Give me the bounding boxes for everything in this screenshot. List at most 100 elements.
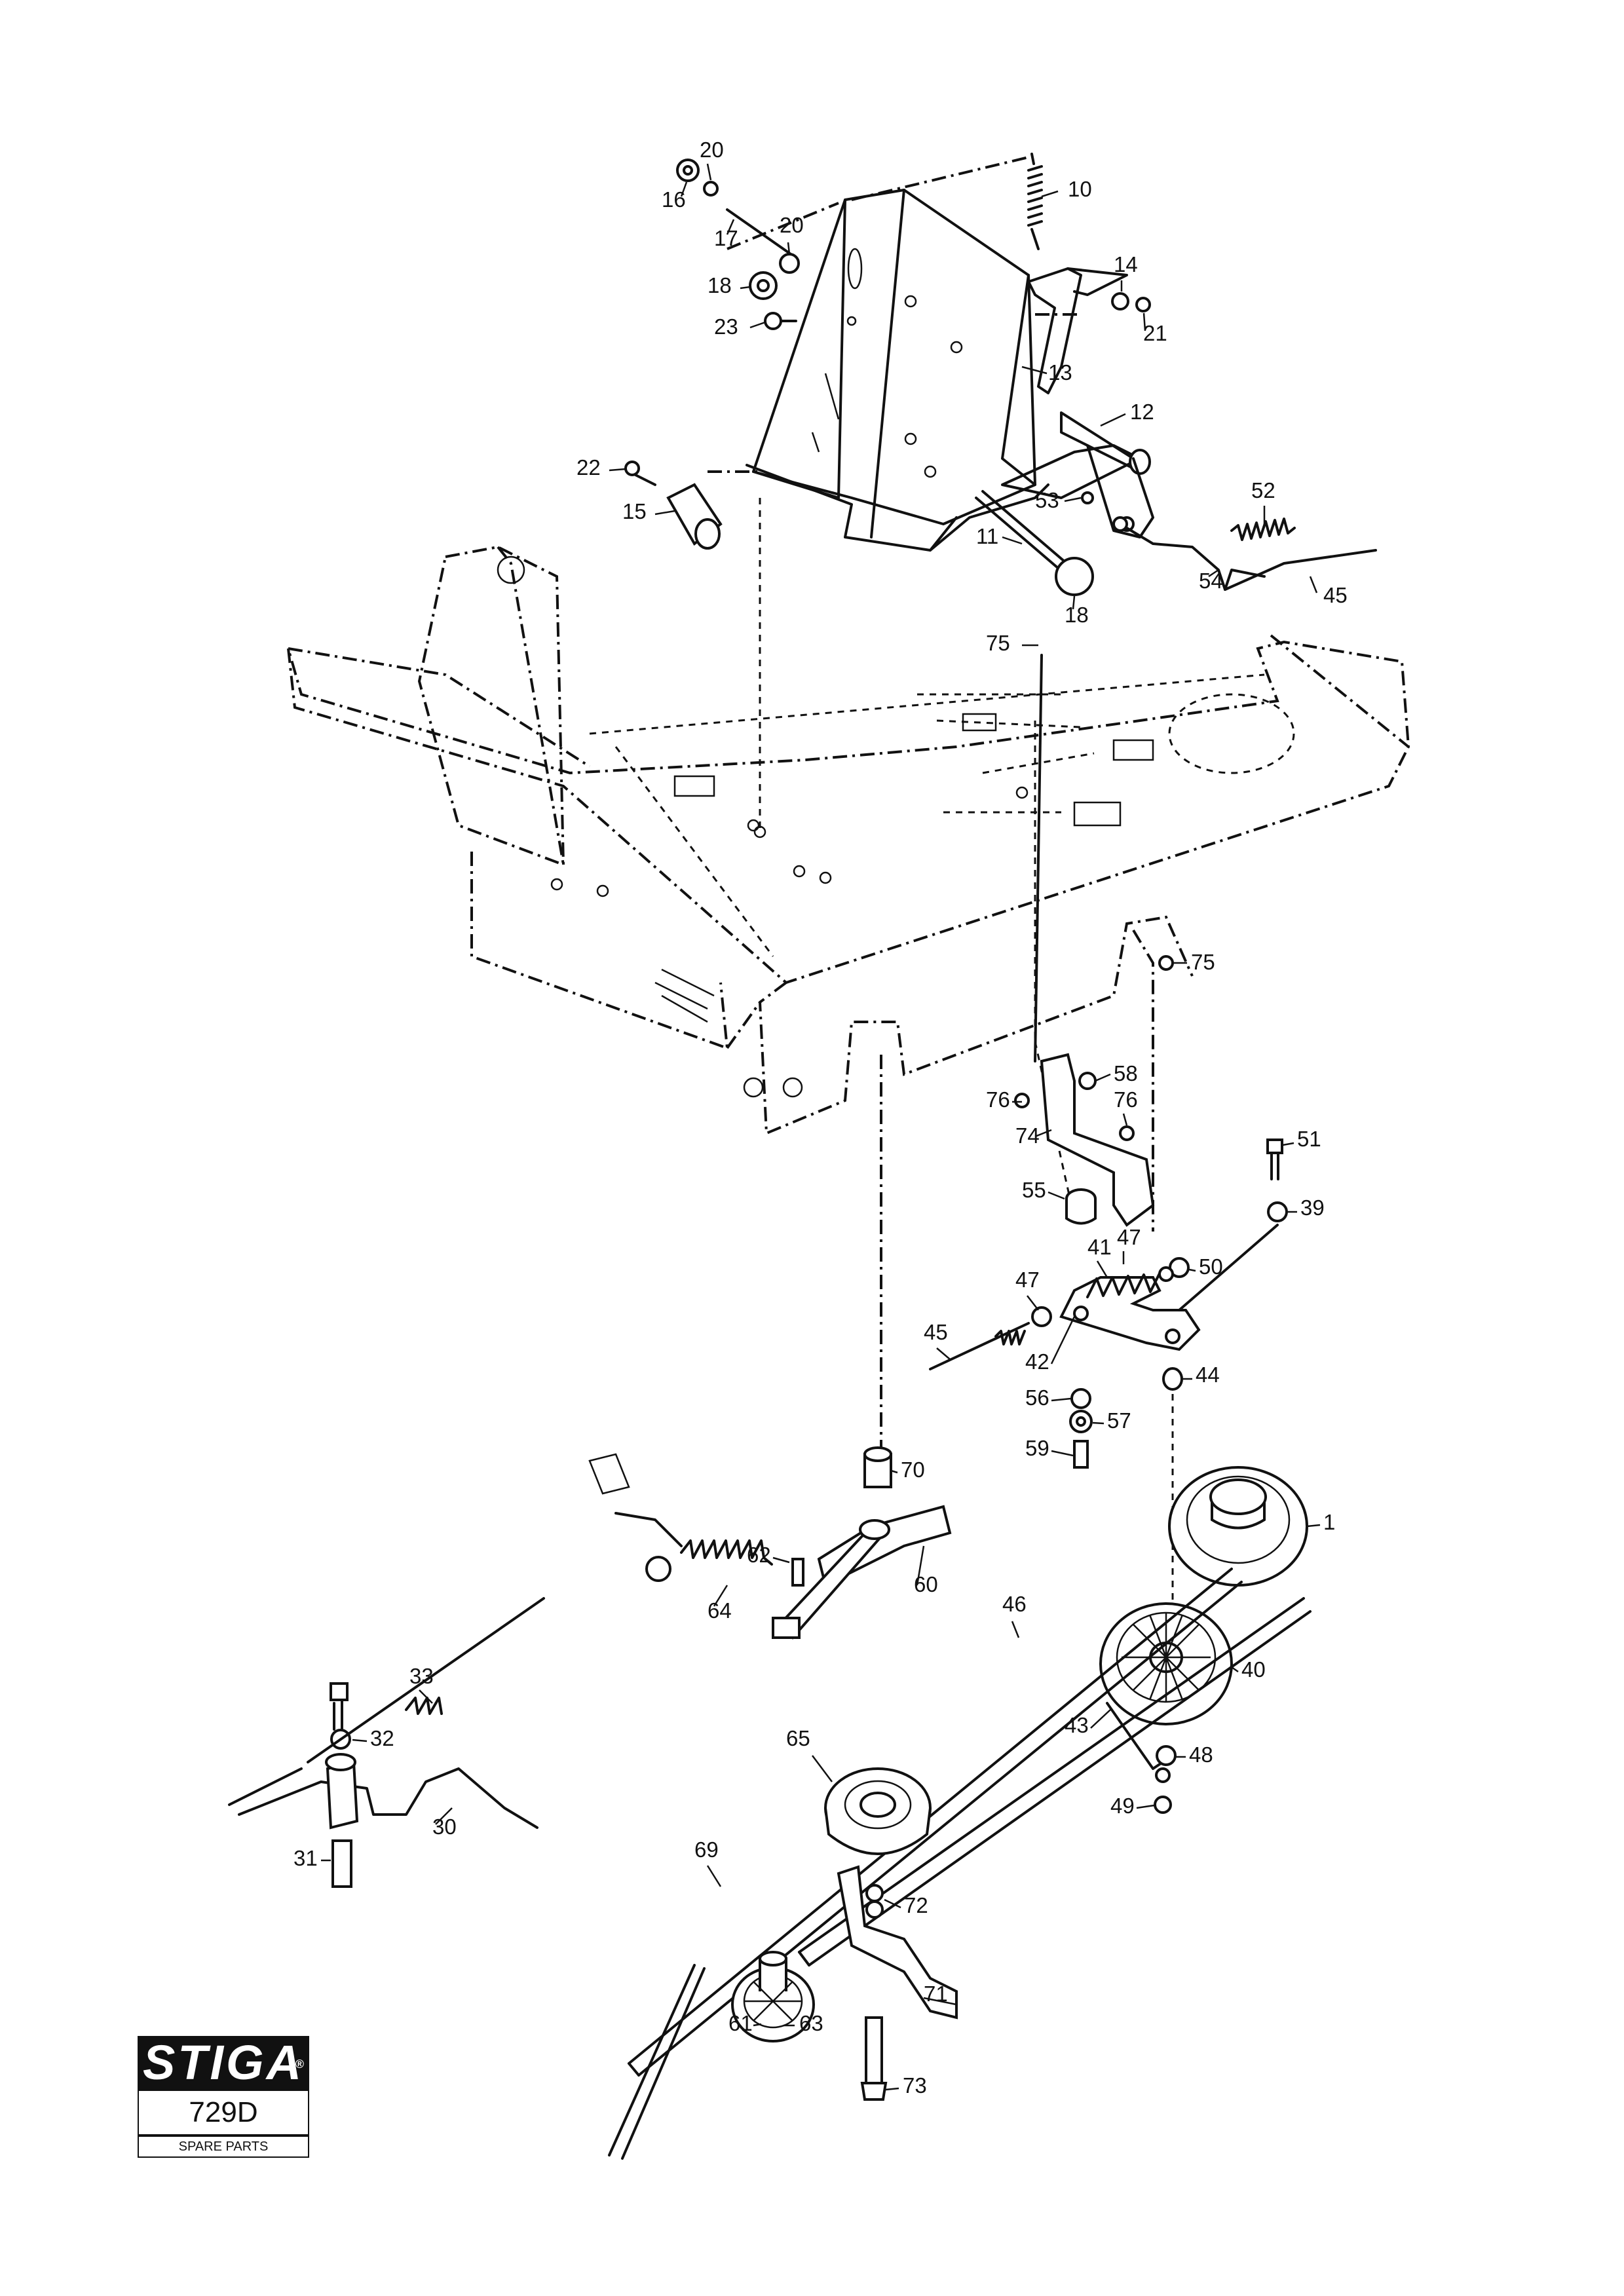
leader-line-p49 <box>1136 1804 1155 1809</box>
leader-line-p32 <box>352 1739 368 1742</box>
part-label-p75a: 75 <box>986 631 1010 655</box>
shaft-part-12 <box>1001 411 1154 538</box>
part-label-p73: 73 <box>903 2073 927 2098</box>
logo-model: 729D <box>138 2090 309 2136</box>
part-label-p33: 33 <box>409 1664 434 1688</box>
part-label-p52: 52 <box>1251 478 1275 502</box>
rod-part-45-lower <box>929 1306 1052 1370</box>
chassis-frame <box>287 545 1410 1135</box>
part-label-p64: 64 <box>708 1598 732 1623</box>
part-label-p18b: 18 <box>1065 603 1089 627</box>
part-label-p17: 17 <box>714 226 738 250</box>
leader-line-p64 <box>713 1585 728 1607</box>
leader-line-p1 <box>1306 1524 1321 1528</box>
spring-part-10 <box>1027 153 1043 250</box>
part-label-p43: 43 <box>1065 1713 1089 1737</box>
part-label-p41: 41 <box>1087 1235 1112 1259</box>
leader-line-p70 <box>890 1469 898 1474</box>
leader-line-p50 <box>1188 1268 1196 1272</box>
leader-line-p60 <box>916 1545 925 1586</box>
part-label-p49: 49 <box>1110 1794 1135 1818</box>
leader-line-p62 <box>772 1556 790 1564</box>
bolt-part-51 <box>1266 1139 1288 1222</box>
part-label-p20a: 20 <box>700 138 724 162</box>
leader-line-p21 <box>1142 312 1146 331</box>
arm-part-60 <box>772 1446 952 1640</box>
part-label-p40: 40 <box>1241 1657 1266 1682</box>
leader-line-p53 <box>1064 497 1082 502</box>
part-label-p76b: 76 <box>1114 1087 1138 1112</box>
part-label-p30: 30 <box>432 1815 457 1839</box>
leader-line-p69 <box>706 1865 722 1887</box>
part-label-p20b: 20 <box>780 213 804 237</box>
part-label-p13: 13 <box>1048 360 1072 385</box>
part-label-p51: 51 <box>1297 1127 1321 1151</box>
part-label-p15: 15 <box>622 499 647 523</box>
part-label-p65: 65 <box>786 1726 810 1750</box>
bracket-part-71 <box>837 1865 958 2101</box>
leader-line-p59 <box>1051 1450 1074 1457</box>
spring-part-41 <box>1086 1257 1190 1298</box>
part-label-p21: 21 <box>1143 321 1167 345</box>
spacer-part-55 <box>1065 1188 1097 1225</box>
linkage-part-30 <box>228 1682 538 1888</box>
lower-bars-69 <box>608 1964 706 2160</box>
part-label-p42: 42 <box>1025 1349 1049 1374</box>
part-label-p12: 12 <box>1130 400 1154 424</box>
rod-part-11 <box>975 490 1094 596</box>
leader-line-p33 <box>419 1689 433 1704</box>
part-label-p45b: 45 <box>924 1320 948 1344</box>
leader-line-p65 <box>812 1755 833 1782</box>
logo-subtitle: SPARE PARTS <box>138 2136 309 2158</box>
part-label-p50: 50 <box>1199 1254 1223 1279</box>
stiga-logo: STIGA ® 729D SPARE PARTS <box>138 2036 309 2158</box>
part-label-p16: 16 <box>662 187 686 212</box>
part-label-p31: 31 <box>293 1846 318 1870</box>
leader-line-p54 <box>1208 569 1219 578</box>
leader-line-p18a <box>740 286 751 290</box>
pulley-part-61 <box>731 1951 815 2042</box>
hardware-56-57-59 <box>1069 1367 1183 1469</box>
part-label-p72: 72 <box>904 1893 928 1917</box>
leader-line-p23 <box>749 321 766 329</box>
part-label-p54: 54 <box>1199 569 1223 593</box>
pivot-part-15 <box>624 461 723 550</box>
hardware-43-48-49 <box>1106 1702 1177 1814</box>
leader-line-p40 <box>1231 1666 1239 1673</box>
leader-line-p16 <box>680 181 688 197</box>
leader-line-p10 <box>1041 190 1059 198</box>
leader-line-p51 <box>1282 1142 1294 1146</box>
part-label-p61: 61 <box>728 2011 753 2035</box>
part-labels: 2016172010142118231312221552531154451875… <box>293 138 1348 2098</box>
spring-part-64 <box>588 1453 773 1582</box>
part-label-p69: 69 <box>694 1837 719 1862</box>
part-label-p46: 46 <box>1002 1592 1027 1616</box>
leader-line-p20b <box>787 242 791 255</box>
leader-line-p30 <box>435 1807 453 1825</box>
leader-line-p45b <box>936 1347 951 1360</box>
logo-registered-mark: ® <box>295 2058 307 2071</box>
leader-line-p46 <box>1011 1621 1020 1638</box>
part-label-p75b: 75 <box>1191 950 1215 974</box>
leader-line-p47b <box>1027 1295 1039 1311</box>
idler-pulley-part-65 <box>824 1767 932 1855</box>
part-label-p53: 53 <box>1035 488 1059 512</box>
part-label-p48: 48 <box>1189 1742 1213 1767</box>
part-label-p22: 22 <box>576 455 601 480</box>
leader-line-p22 <box>609 468 626 472</box>
part-label-p23: 23 <box>714 314 738 339</box>
part-label-p10: 10 <box>1068 177 1092 201</box>
part-label-p74: 74 <box>1015 1123 1040 1148</box>
part-label-p11: 11 <box>976 524 998 548</box>
leader-line-p17 <box>726 219 735 235</box>
part-label-p57: 57 <box>1107 1408 1131 1433</box>
leader-line-p12 <box>1100 413 1126 427</box>
leader-line-p56 <box>1051 1397 1072 1402</box>
part-label-p55: 55 <box>1022 1178 1046 1202</box>
leader-line-p74 <box>1034 1129 1052 1138</box>
part-label-p70: 70 <box>901 1458 925 1482</box>
logo-brand: STIGA ® <box>138 2036 309 2090</box>
part-label-p1: 1 <box>1323 1510 1335 1534</box>
leader-line-p55 <box>1048 1191 1065 1200</box>
leader-line-p43 <box>1090 1709 1111 1729</box>
